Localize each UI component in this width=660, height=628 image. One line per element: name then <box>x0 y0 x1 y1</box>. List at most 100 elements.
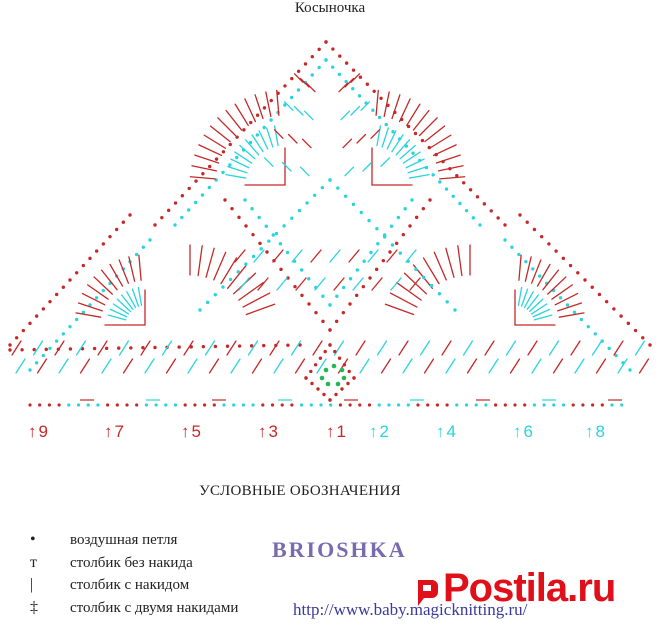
double-crochet-mark <box>128 256 136 282</box>
double-crochet-mark <box>407 166 428 174</box>
chain-stitch-mark <box>28 321 32 326</box>
chain-stitch-mark <box>590 285 594 289</box>
double-crochet-mark <box>350 105 361 116</box>
chain-stitch-mark <box>310 54 315 59</box>
chain-stitch-mark <box>413 131 418 136</box>
double-crochet-mark <box>36 358 48 374</box>
double-crochet-mark <box>638 358 650 374</box>
double-crochet-mark <box>217 117 237 137</box>
double-crochet-mark <box>107 314 127 321</box>
chain-stitch-mark <box>414 215 419 220</box>
double-crochet-mark <box>370 129 381 139</box>
chain-stitch-mark <box>173 201 178 205</box>
double-crochet-mark <box>87 284 109 300</box>
double-crochet-mark <box>542 269 560 291</box>
chain-stitch-mark <box>81 310 86 314</box>
double-crochet-mark <box>281 161 292 172</box>
double-crochet-mark <box>189 176 216 180</box>
chain-stitch-mark <box>352 376 356 380</box>
chain-stitch-mark <box>54 292 59 297</box>
chain-stitch-mark <box>214 157 219 161</box>
chain-stitch-mark <box>324 40 328 44</box>
double-crochet-mark <box>547 276 567 295</box>
chain-stitch-mark <box>398 251 403 255</box>
double-crochet-mark <box>109 308 128 318</box>
row-number-1: ↑1 <box>326 422 346 441</box>
chain-stitch-mark <box>431 173 435 177</box>
chain-stitch-mark <box>379 96 383 101</box>
double-crochet-mark <box>570 340 581 356</box>
chain-stitch-mark <box>228 277 233 282</box>
chain-stitch-mark <box>335 381 341 387</box>
chain-stitch-mark <box>322 392 326 397</box>
double-crochet-mark <box>524 256 532 282</box>
chain-stitch-mark <box>228 163 232 167</box>
double-crochet-mark <box>77 302 103 312</box>
chain-stitch-mark <box>115 403 119 407</box>
row-number-5: ↑5 <box>181 422 201 441</box>
chain-stitch-mark <box>581 403 585 407</box>
postila-logo-text: Postila.ru <box>443 566 616 610</box>
legend-item-treble-crochet: ‡ столбик с двумя накидами <box>30 598 238 618</box>
chain-stitch-mark <box>213 293 217 297</box>
chain-stitch-mark <box>153 345 157 350</box>
chain-stitch-mark <box>129 346 133 350</box>
chain-stitch-mark <box>166 208 171 213</box>
double-crochet-mark <box>344 77 355 88</box>
chain-stitch-mark <box>200 193 205 197</box>
double-crochet-mark <box>97 340 108 356</box>
chain-stitch-mark <box>135 403 139 407</box>
chain-stitch-mark <box>484 403 488 407</box>
chain-stitch-mark <box>494 403 498 407</box>
chain-stitch-mark <box>503 403 507 407</box>
double-crochet-mark <box>352 277 364 291</box>
double-crochet-mark <box>488 358 499 374</box>
chain-stitch-mark <box>296 88 301 92</box>
chain-stitch-mark <box>194 179 198 183</box>
double-crochet-mark <box>161 340 173 356</box>
chain-stitch-mark <box>612 307 616 311</box>
chain-stitch-mark <box>96 403 100 407</box>
chain-stitch-mark <box>455 403 459 407</box>
chain-stitch-mark <box>377 115 382 120</box>
chain-stitch-mark <box>212 403 216 407</box>
double-crochet-mark <box>58 358 69 374</box>
chain-stitch-mark <box>183 403 187 407</box>
double-crochet-mark <box>316 358 327 374</box>
double-crochet-mark <box>362 161 373 172</box>
chain-stitch-mark <box>328 398 332 402</box>
double-crochet-mark <box>238 282 264 301</box>
chain-stitch-mark <box>28 368 32 372</box>
double-crochet-mark <box>399 144 416 160</box>
chain-stitch-mark <box>365 82 370 86</box>
chain-stitch-mark <box>328 343 332 347</box>
chain-stitch-mark <box>290 403 294 407</box>
double-crochet-mark <box>220 257 238 285</box>
double-crochet-mark <box>54 340 65 356</box>
chain-stitch-mark <box>525 220 529 224</box>
chain-stitch-mark <box>414 267 418 272</box>
chain-stitch-mark <box>307 302 311 306</box>
double-crochet-mark <box>15 358 26 374</box>
chain-stitch-mark <box>20 348 24 352</box>
chain-stitch-mark <box>134 252 139 257</box>
chain-stitch-mark <box>368 276 372 280</box>
double-crochet-mark <box>118 340 130 356</box>
chain-stitch-mark <box>282 224 286 228</box>
double-crochet-mark <box>405 158 425 169</box>
chain-stitch-mark <box>242 128 246 132</box>
postila-logo[interactable]: Postila.ru <box>415 566 616 610</box>
chain-stitch-mark <box>406 403 410 407</box>
chain-stitch-mark <box>377 403 381 407</box>
chain-stitch-mark <box>518 213 522 217</box>
source-url[interactable]: http://www.baby.magicknitting.ru/ <box>293 600 528 619</box>
legend-label: воздушная петля <box>70 531 178 548</box>
chain-stitch-mark <box>331 47 335 51</box>
chain-stitch-mark <box>235 135 239 139</box>
double-crochet-mark <box>294 358 306 374</box>
chain-stitch-mark <box>421 206 426 211</box>
legend-label: столбик с накидом <box>70 576 190 593</box>
chain-stitch-mark <box>262 106 267 110</box>
chain-stitch-mark <box>376 242 380 246</box>
